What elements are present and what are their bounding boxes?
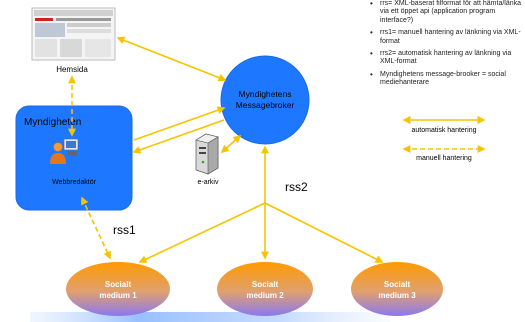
legend-manual-label: manuell hantering: [416, 155, 472, 162]
medium1-label-line2: medium 1: [99, 291, 137, 300]
rss2-label: rss2: [285, 180, 308, 194]
note-rss: rrs= XML-baserat filformat för att hämta…: [370, 0, 525, 25]
messagebroker-label-line1: Myndighetens: [239, 89, 292, 99]
floor-strip: [30, 312, 390, 322]
notes-list: rrs= XML-baserat filformat för att hämta…: [370, 0, 525, 88]
webbredaktor-label: Webbredaktör: [52, 179, 97, 186]
hemsida-label: Hemsida: [56, 65, 88, 74]
rss1-label: rss1: [113, 223, 136, 237]
arrow-hub-medium3: [264, 202, 384, 263]
note-rss2: rrs2= automatisk hantering av länkning v…: [370, 50, 525, 67]
arrow-broker-earkiv: [220, 134, 242, 154]
arrow-hub-medium1: [138, 202, 266, 263]
server-icon: [195, 133, 219, 175]
messagebroker-circle: [220, 55, 310, 145]
arrow-myndigheten-to-broker: [133, 106, 226, 141]
arrow-hemsida-broker: [116, 36, 227, 82]
medium2-label-line1: Socialt: [252, 280, 279, 289]
myndigheten-label: Myndigheten: [24, 117, 81, 128]
earkiv-label: e-arkiv: [197, 179, 219, 186]
medium1-label-line1: Socialt: [105, 280, 132, 289]
social-medium-1: [66, 262, 170, 316]
medium2-label-line2: medium 2: [246, 291, 284, 300]
note-messagebroker: Myndighetens message-brooker = social me…: [370, 71, 525, 88]
arrow-broker-to-myndigheten: [132, 119, 225, 154]
social-medium-3: [351, 262, 443, 316]
editor-person-icon: [50, 138, 79, 164]
medium3-label-line2: medium 3: [378, 291, 416, 300]
messagebroker-label-line2: Messagebroker: [236, 100, 295, 110]
hemsida-thumbnail: [31, 7, 116, 61]
notes-panel: rrs= XML-baserat filformat för att hämta…: [370, 0, 525, 92]
medium3-label-line1: Socialt: [384, 280, 411, 289]
note-rss1: rrs1= manuell hantering av länkning via …: [370, 29, 525, 46]
legend-automatic-label: automatisk hantering: [412, 127, 477, 134]
arrow-editor-medium1: [81, 196, 111, 260]
social-medium-2: [217, 262, 313, 316]
